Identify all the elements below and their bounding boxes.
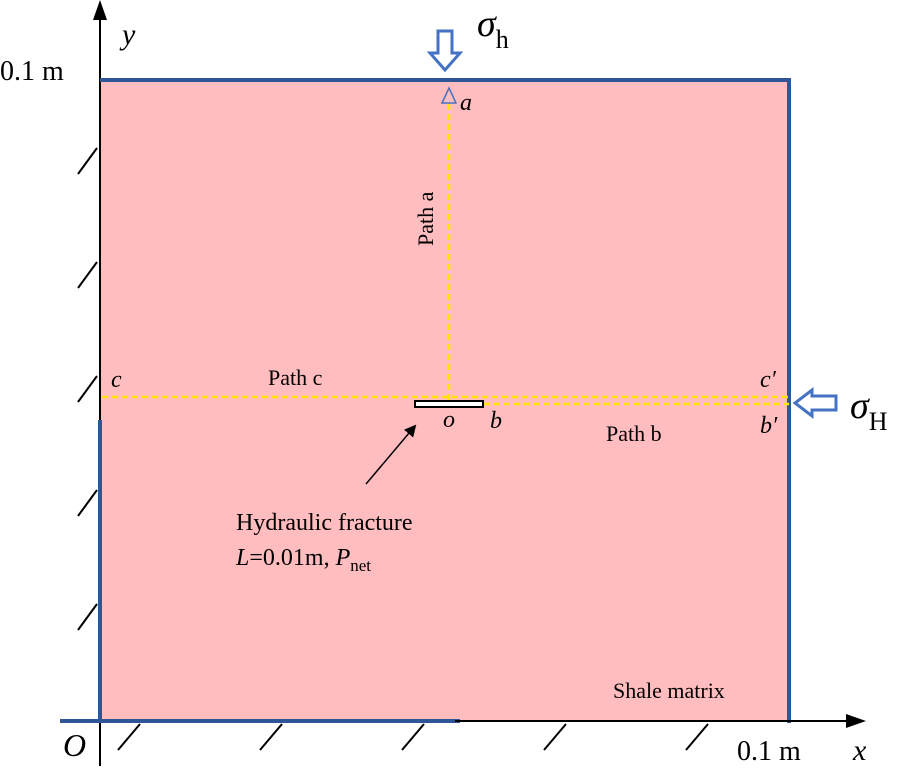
bottom-hatch bbox=[685, 723, 709, 751]
point-c-label: c bbox=[111, 367, 122, 393]
left-hatch bbox=[77, 489, 98, 517]
sigma-h-label: σh bbox=[477, 3, 509, 54]
point-b-label: b bbox=[490, 408, 502, 434]
path-b-label: Path b bbox=[606, 421, 662, 446]
x-axis-label: x bbox=[852, 734, 867, 766]
hydraulic-fracture-icon bbox=[414, 400, 484, 408]
y-axis-arrowhead bbox=[93, 0, 107, 20]
fracture-title: Hydraulic fracture bbox=[236, 510, 413, 536]
y-max-label: 0.1 m bbox=[0, 56, 64, 87]
left-hatch bbox=[77, 375, 98, 403]
bottom-hatch bbox=[259, 723, 283, 751]
path-c-label: Path c bbox=[268, 365, 323, 390]
left-hatch bbox=[77, 147, 98, 175]
point-o-label: o bbox=[443, 407, 455, 433]
shale-matrix-label: Shale matrix bbox=[613, 678, 725, 703]
bottom-hatch bbox=[401, 723, 425, 751]
point-a-label: a bbox=[460, 90, 472, 116]
left-hatch bbox=[77, 603, 98, 631]
x-axis-arrowhead bbox=[846, 714, 866, 728]
point-c-prime-label: c′ bbox=[760, 367, 777, 393]
path-a-label: Path a bbox=[413, 191, 438, 246]
fracture-pointer-arrow bbox=[365, 424, 417, 485]
point-b-prime-label: b′ bbox=[760, 413, 778, 439]
origin-label: O bbox=[63, 727, 86, 763]
x-max-label: 0.1 m bbox=[737, 736, 801, 766]
sigma-H-arrow-icon bbox=[792, 386, 838, 420]
bottom-hatch bbox=[543, 723, 567, 751]
sigma-h-arrow-icon bbox=[426, 29, 464, 73]
path-a-arrowhead bbox=[440, 86, 458, 104]
left-hatch bbox=[77, 261, 98, 289]
sigma-H-label: σH bbox=[850, 385, 888, 436]
bottom-hatch bbox=[117, 723, 141, 751]
y-axis-label: y bbox=[119, 18, 136, 51]
fracture-params: L=0.01m, Pnet bbox=[235, 545, 371, 575]
